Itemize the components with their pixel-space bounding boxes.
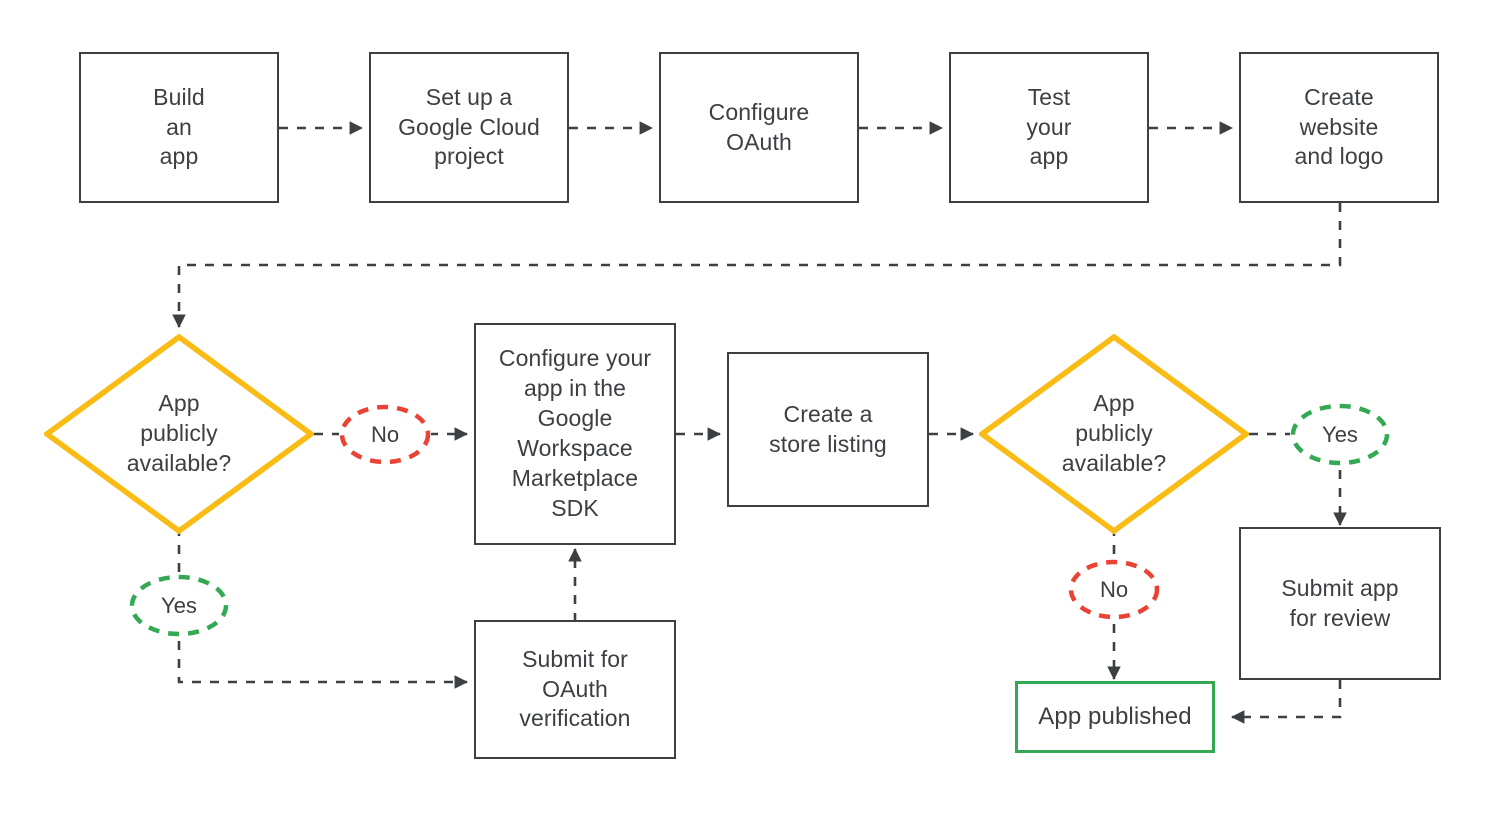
edge-label-text: Yes	[1322, 421, 1358, 447]
node-label: App publicly available?	[1061, 390, 1167, 476]
edge-label-text: No	[370, 421, 400, 447]
node-create-a-store-listing[interactable]: Create a store listing	[727, 352, 929, 507]
ellipse-outline-red	[1068, 559, 1160, 620]
node-create-website-and-logo[interactable]: Create website and logo	[1239, 52, 1439, 203]
node-submit-app-for-review[interactable]: Submit app for review	[1239, 527, 1441, 680]
node-label: Create a store listing	[769, 400, 887, 457]
edge-label-no-1: No	[339, 404, 431, 465]
node-label: Build an app	[153, 83, 205, 170]
node-configure-oauth[interactable]: Configure OAuth	[659, 52, 859, 203]
node-set-up-google-cloud-project[interactable]: Set up a Google Cloud project	[369, 52, 569, 203]
node-app-publicly-available-1[interactable]: App publicly available?	[44, 334, 314, 534]
diamond-shape	[44, 334, 314, 534]
node-label: App published	[1038, 703, 1192, 731]
node-configure-app-marketplace-sdk[interactable]: Configure your app in the Google Workspa…	[474, 323, 676, 545]
node-build-an-app[interactable]: Build an app	[79, 52, 279, 203]
node-label: Configure OAuth	[708, 98, 810, 155]
node-label: Submit for OAuth verification	[519, 645, 631, 732]
node-test-your-app[interactable]: Test your app	[949, 52, 1149, 203]
ellipse-outline-green	[129, 574, 229, 637]
edge-label-text: No	[1099, 576, 1129, 602]
edge-label-yes-1: Yes	[129, 574, 229, 637]
ellipse-outline-green	[1290, 403, 1390, 466]
node-app-publicly-available-2[interactable]: App publicly available?	[979, 334, 1249, 534]
ellipse-outline-red	[339, 404, 431, 465]
diamond-shape	[979, 334, 1249, 534]
node-label: Test your app	[1026, 83, 1072, 170]
node-label: Submit app for review	[1281, 574, 1399, 631]
edge-review-to-published	[1230, 680, 1342, 724]
edge-label-text: Yes	[161, 592, 197, 618]
node-submit-for-oauth-verification[interactable]: Submit for OAuth verification	[474, 620, 676, 759]
edge-website-to-decision1	[172, 203, 1342, 329]
node-app-published[interactable]: App published	[1015, 681, 1215, 753]
node-label: Create website and logo	[1294, 83, 1384, 170]
node-label: App publicly available?	[126, 390, 232, 476]
node-label: Configure your app in the Google Workspa…	[498, 345, 652, 521]
edge-label-yes-2: Yes	[1290, 403, 1390, 466]
node-label: Set up a Google Cloud project	[398, 83, 540, 170]
edge-yes1-to-oauth-verify	[177, 641, 469, 689]
edge-label-no-2: No	[1068, 559, 1160, 620]
